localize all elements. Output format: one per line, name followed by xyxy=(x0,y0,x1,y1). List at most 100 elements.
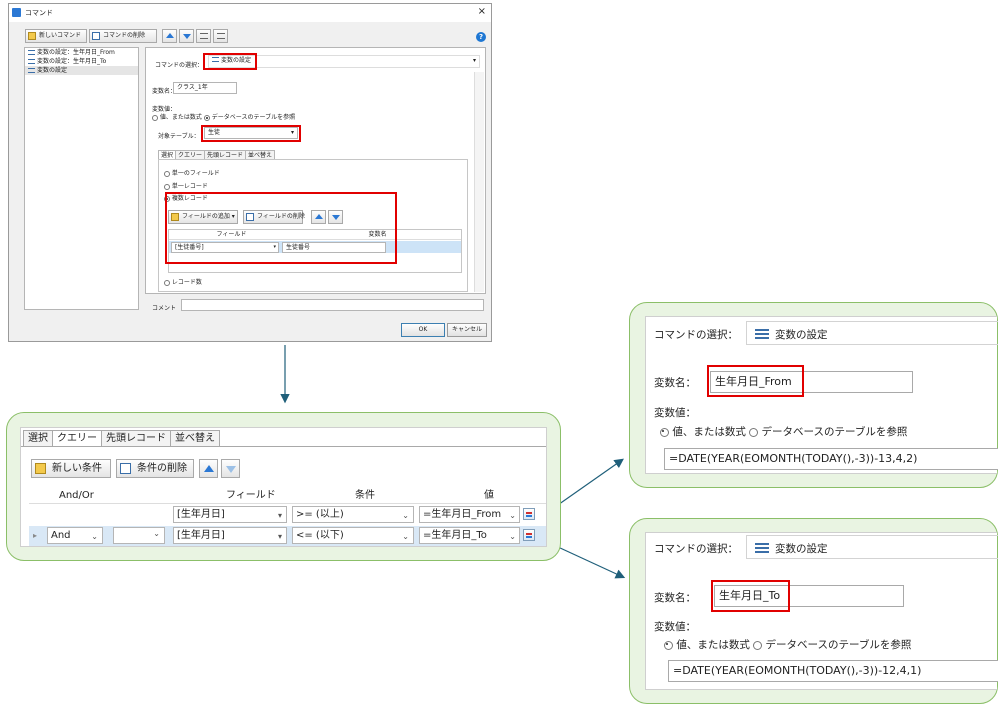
command-list-item[interactable]: 変数の設定：生年月日_From xyxy=(25,48,138,57)
condition-grid-header: And/Or フィールド 条件 値 xyxy=(29,488,546,504)
field-dropdown[interactable]: [生年月日]▾ xyxy=(173,506,287,523)
ok-button[interactable]: OK xyxy=(401,323,445,337)
variable-icon xyxy=(755,329,769,339)
header-value: 値 xyxy=(484,490,494,501)
variable-picker-icon[interactable] xyxy=(523,508,535,520)
variable-picker-icon[interactable] xyxy=(523,529,535,541)
comment-input[interactable] xyxy=(181,299,484,311)
new-command-label: 新しいコマンド xyxy=(39,32,82,39)
arrow-up-icon xyxy=(315,214,323,219)
new-condition-button[interactable]: 新しい条件 xyxy=(31,459,111,478)
condition-value: <= (以下) xyxy=(296,530,344,541)
var-name-input[interactable]: 生年月日_From xyxy=(710,371,913,393)
andor-dropdown[interactable]: And⌄ xyxy=(47,527,103,544)
value-dropdown[interactable]: =生年月日_To⌄ xyxy=(419,527,520,544)
command-select-dropdown[interactable]: 変数の設定 ▾ xyxy=(208,55,480,68)
header-andor: And/Or xyxy=(59,490,94,501)
andor-value: And xyxy=(51,530,71,541)
highlight-var-name-to xyxy=(711,580,790,612)
radio-db-table[interactable] xyxy=(753,640,763,650)
grid-varname-input[interactable]: 生徒番号 xyxy=(282,242,386,253)
tab-top-record[interactable]: 先頭レコード xyxy=(101,430,171,446)
chevron-down-icon: ⌄ xyxy=(509,511,516,520)
indent-button[interactable] xyxy=(196,29,211,43)
delete-command-button[interactable]: コマンドの削除 xyxy=(89,29,157,43)
delete-command-label: コマンドの削除 xyxy=(103,32,146,39)
opt-multi-record[interactable]: 複数レコード xyxy=(164,193,208,202)
command-select-dropdown[interactable]: 変数の設定 xyxy=(746,321,998,345)
radio-value-formula[interactable] xyxy=(664,640,673,650)
radio-icon xyxy=(164,195,170,202)
header-condition: 条件 xyxy=(355,490,375,501)
radio-value-formula[interactable] xyxy=(660,427,669,437)
value-dropdown[interactable]: =生年月日_From⌄ xyxy=(419,506,520,523)
field-dropdown[interactable]: [生年月日]▾ xyxy=(173,527,287,544)
new-condition-icon xyxy=(35,463,46,474)
opt-record-count[interactable]: レコード数 xyxy=(164,277,202,286)
close-icon[interactable]: × xyxy=(477,6,486,17)
radio-db-table[interactable] xyxy=(203,114,210,121)
add-field-button[interactable]: フィールドの追加 ▾ xyxy=(168,210,238,224)
formula-input[interactable]: =DATE(YEAR(EOMONTH(TODAY(),-3))-13,4,2) xyxy=(664,448,998,470)
command-select-dropdown[interactable]: 変数の設定 xyxy=(746,535,998,559)
condition-dropdown[interactable]: <= (以下)⌄ xyxy=(292,527,414,544)
field-value: [生年月日] xyxy=(177,530,225,541)
callout-from-panel: コマンドの選択： 変数の設定 変数名： 生年月日_From 変数値： 値、または… xyxy=(645,316,998,474)
add-field-icon xyxy=(171,213,179,221)
radio-value-label: 値、または数式 xyxy=(676,639,750,651)
field-up-button[interactable] xyxy=(311,210,326,224)
chevron-down-icon: ▾ xyxy=(273,244,276,250)
chevron-down-icon: ⌄ xyxy=(402,511,409,520)
add-field-label: フィールドの追加 xyxy=(182,213,230,220)
condition-row[interactable]: [生年月日]▾ >= (以上)⌄ =生年月日_From⌄ xyxy=(29,505,546,525)
delete-condition-label: 条件の削除 xyxy=(137,463,187,474)
opt-single-field[interactable]: 単一のフィールド xyxy=(164,168,220,177)
field-value: [生年月日] xyxy=(177,509,225,520)
tab-sort[interactable]: 並べ替え xyxy=(170,430,220,446)
delete-field-label: フィールドの削除 xyxy=(257,213,305,220)
app-icon xyxy=(12,8,21,17)
grid-field-dropdown[interactable]: [生徒番号] ▾ xyxy=(171,242,279,253)
command-select-label: コマンドの選択： xyxy=(155,62,204,69)
cancel-button[interactable]: キャンセル xyxy=(447,323,487,337)
query-tabs: 選択 クエリー 先頭レコード 並べ替え xyxy=(23,430,220,446)
command-list-item-selected[interactable]: 変数の設定 xyxy=(25,66,138,75)
command-list-item[interactable]: 変数の設定：生年月日_To xyxy=(25,57,138,66)
var-value-label: 変数値： xyxy=(654,621,696,633)
var-name-input[interactable]: 生年月日_To xyxy=(714,585,904,607)
tab-query[interactable]: クエリー xyxy=(52,430,102,446)
outdent-button[interactable] xyxy=(213,29,228,43)
formula-input[interactable]: =DATE(YEAR(EOMONTH(TODAY(),-3))-12,4,1) xyxy=(668,660,998,682)
target-table-dropdown[interactable]: 生徒 ▾ xyxy=(204,127,298,139)
detail-scrollbar[interactable] xyxy=(474,72,484,292)
field-down-button[interactable] xyxy=(328,210,343,224)
radio-value-formula[interactable] xyxy=(152,114,158,121)
highlight-var-name-from xyxy=(707,365,804,397)
opt-single-record[interactable]: 単一レコード xyxy=(164,181,208,190)
paren-dropdown[interactable]: ⌄ xyxy=(113,527,165,544)
radio-db-table[interactable] xyxy=(749,427,759,437)
tab-sort[interactable]: 並べ替え xyxy=(245,150,276,159)
opt-multi-record-label: 複数レコード xyxy=(171,195,208,202)
delete-field-button[interactable]: フィールドの削除 xyxy=(243,210,305,224)
condition-up-button[interactable] xyxy=(199,459,218,478)
delete-condition-button[interactable]: 条件の削除 xyxy=(116,459,194,478)
condition-dropdown[interactable]: >= (以上)⌄ xyxy=(292,506,414,523)
radio-value-label: 値、または数式 xyxy=(159,114,202,121)
header-field: フィールド xyxy=(226,490,276,501)
tab-select[interactable]: 選択 xyxy=(23,430,53,446)
query-panel: 選択 クエリー 先頭レコード 並べ替え 新しい条件 条件の削除 And/Or フ… xyxy=(20,427,547,547)
move-down-button[interactable] xyxy=(179,29,194,43)
field-grid: フィールド 変数名 [生徒番号] ▾ 生徒番号 xyxy=(168,229,462,273)
variable-icon xyxy=(28,50,35,55)
help-icon[interactable]: ? xyxy=(476,32,486,42)
var-value-label: 変数値： xyxy=(654,407,696,419)
var-name-input[interactable]: クラス_1年 xyxy=(173,82,237,94)
move-up-button[interactable] xyxy=(162,29,177,43)
command-select-value: 変数の設定 xyxy=(221,57,252,64)
condition-row-selected[interactable]: ▸ And⌄ ⌄ [生年月日]▾ <= (以下)⌄ =生年月日_To⌄ xyxy=(29,526,546,546)
grid-header-field: フィールド xyxy=(169,230,294,240)
condition-down-button[interactable] xyxy=(221,459,240,478)
new-command-button[interactable]: 新しいコマンド xyxy=(25,29,87,43)
radio-icon xyxy=(164,183,170,190)
